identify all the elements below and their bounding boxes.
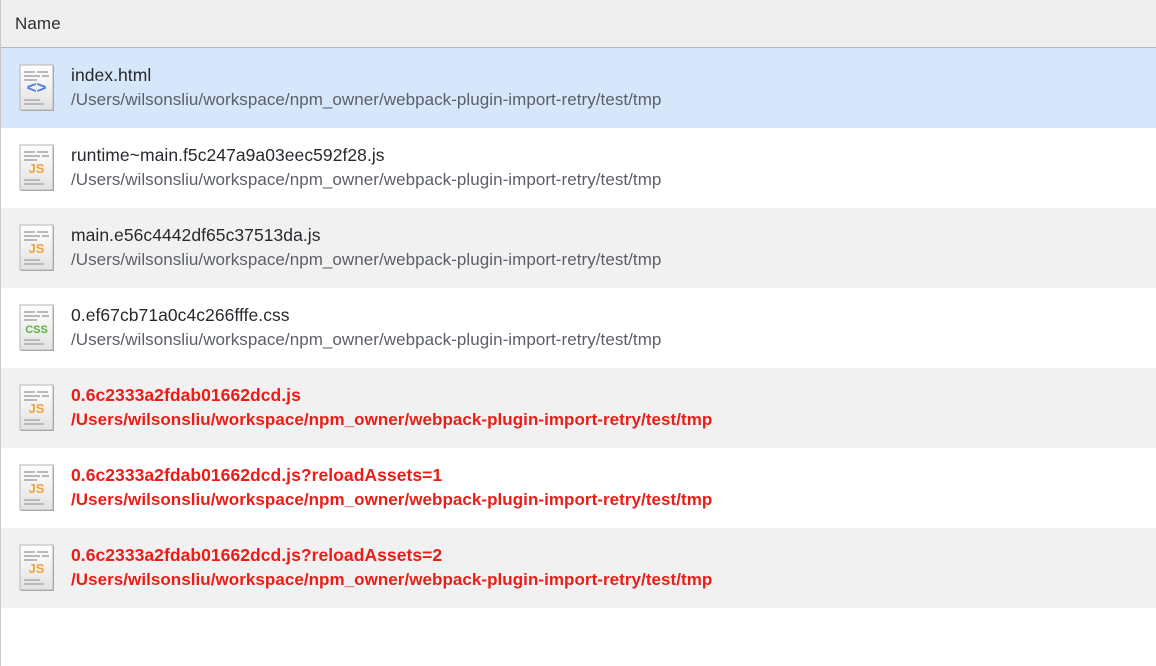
file-row-text: main.e56c4442df65c37513da.js/Users/wilso… <box>71 224 661 272</box>
file-path: /Users/wilsonsliu/workspace/npm_owner/we… <box>71 250 662 270</box>
file-name[interactable]: index.html <box>71 65 152 86</box>
file-name[interactable]: 0.6c2333a2fdab01662dcd.js?reloadAssets=2 <box>71 545 443 566</box>
file-list-rows: <> index.html/Users/wilsonsliu/workspace/… <box>1 48 1156 666</box>
file-row-text: 0.ef67cb71a0c4c266fffe.css/Users/wilsons… <box>71 304 661 352</box>
file-row[interactable]: JS main.e56c4442df65c37513da.js/Users/wil… <box>1 208 1156 288</box>
file-row-text: 0.6c2333a2fdab01662dcd.js?reloadAssets=2… <box>71 544 712 592</box>
file-row-text: 0.6c2333a2fdab01662dcd.js/Users/wilsonsl… <box>71 384 712 432</box>
svg-text:JS: JS <box>29 401 45 416</box>
file-row-text: 0.6c2333a2fdab01662dcd.js?reloadAssets=1… <box>71 464 712 512</box>
css-file-icon: CSS <box>15 302 59 354</box>
file-path: /Users/wilsonsliu/workspace/npm_owner/we… <box>71 170 662 190</box>
svg-text:JS: JS <box>29 161 45 176</box>
file-row-text: runtime~main.f5c247a9a03eec592f28.js/Use… <box>71 144 661 192</box>
file-name[interactable]: main.e56c4442df65c37513da.js <box>71 225 321 246</box>
file-path: /Users/wilsonsliu/workspace/npm_owner/we… <box>71 410 713 430</box>
file-row[interactable]: JS 0.6c2333a2fdab01662dcd.js/Users/wilson… <box>1 368 1156 448</box>
file-list-header: Name <box>1 0 1156 48</box>
file-name[interactable]: 0.ef67cb71a0c4c266fffe.css <box>71 305 290 326</box>
column-header-name[interactable]: Name <box>15 13 61 33</box>
js-file-icon: JS <box>15 142 59 194</box>
file-path: /Users/wilsonsliu/workspace/npm_owner/we… <box>71 90 662 110</box>
js-file-icon: JS <box>15 222 59 274</box>
js-file-icon: JS <box>15 462 59 514</box>
js-file-icon: JS <box>15 382 59 434</box>
file-row[interactable]: JS 0.6c2333a2fdab01662dcd.js?reloadAssets… <box>1 528 1156 608</box>
file-row[interactable]: CSS 0.ef67cb71a0c4c266fffe.css/Users/wils… <box>1 288 1156 368</box>
file-row[interactable]: JS runtime~main.f5c247a9a03eec592f28.js/U… <box>1 128 1156 208</box>
file-row[interactable]: JS 0.6c2333a2fdab01662dcd.js?reloadAssets… <box>1 448 1156 528</box>
file-path: /Users/wilsonsliu/workspace/npm_owner/we… <box>71 570 713 590</box>
svg-text:CSS: CSS <box>25 324 48 336</box>
js-file-icon: JS <box>15 542 59 594</box>
svg-text:<>: <> <box>27 78 47 97</box>
file-name[interactable]: 0.6c2333a2fdab01662dcd.js <box>71 385 301 406</box>
file-row[interactable]: <> index.html/Users/wilsonsliu/workspace/… <box>1 48 1156 128</box>
file-path: /Users/wilsonsliu/workspace/npm_owner/we… <box>71 330 662 350</box>
file-name[interactable]: 0.6c2333a2fdab01662dcd.js?reloadAssets=1 <box>71 465 443 486</box>
file-name[interactable]: runtime~main.f5c247a9a03eec592f28.js <box>71 145 385 166</box>
file-path: /Users/wilsonsliu/workspace/npm_owner/we… <box>71 490 713 510</box>
svg-text:JS: JS <box>29 481 45 496</box>
html-file-icon: <> <box>15 62 59 114</box>
svg-text:JS: JS <box>29 241 45 256</box>
file-row-text: index.html/Users/wilsonsliu/workspace/np… <box>71 64 661 112</box>
svg-text:JS: JS <box>29 561 45 576</box>
